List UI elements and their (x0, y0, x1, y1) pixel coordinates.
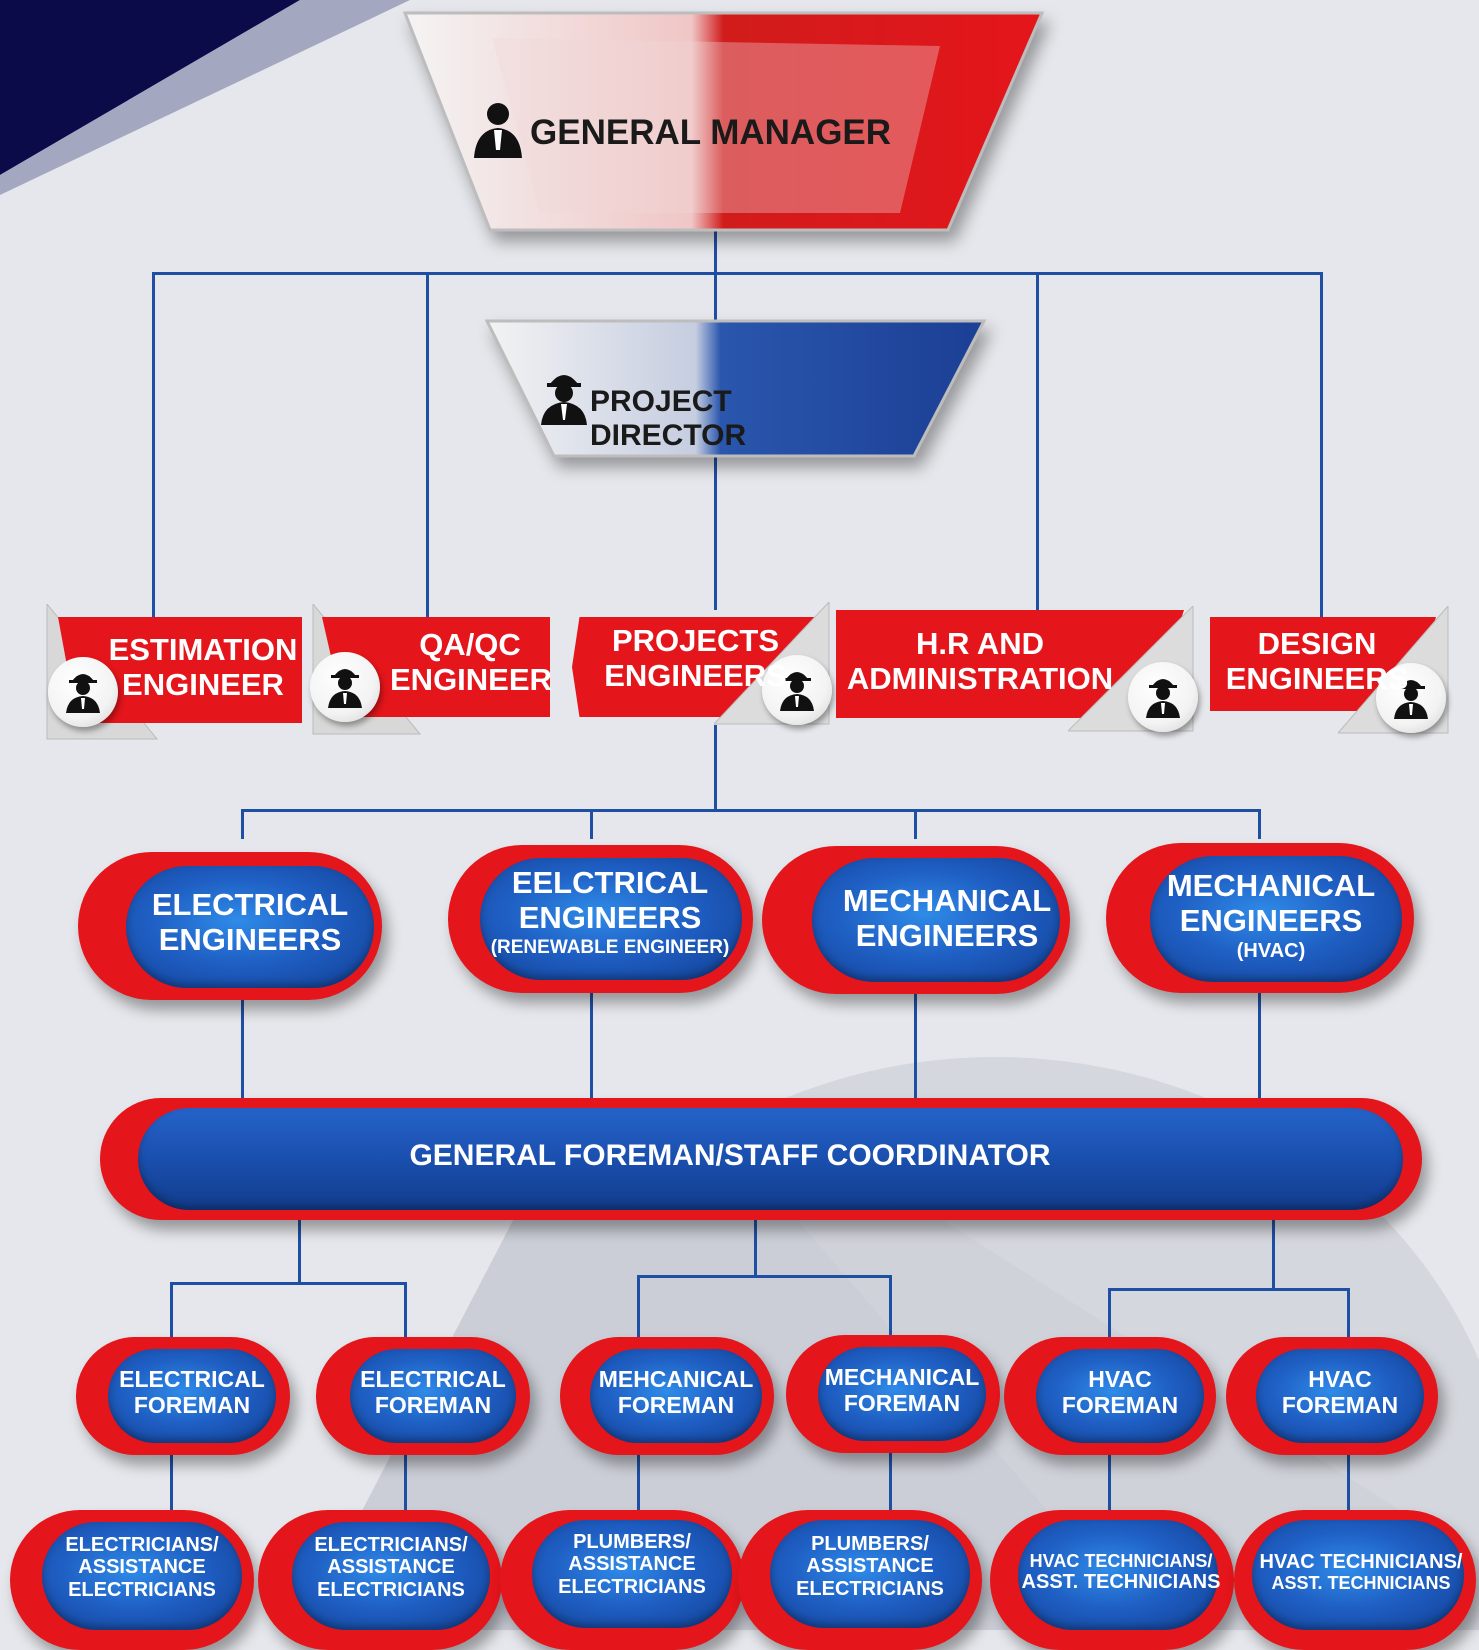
department-line1: ESTIMATION (108, 632, 298, 667)
department-line2: ENGINEERS (604, 657, 787, 693)
worker-line1: HVAC TECHNICIANS/ (1029, 1551, 1213, 1571)
foreman-line1: HVAC (1088, 1366, 1152, 1392)
department-line2: ADMINISTRATION (846, 660, 1114, 696)
hardhat-worker-icon (310, 652, 380, 722)
foreman-line1: MEHCANICAL (598, 1366, 754, 1392)
hardhat-worker-icon (1376, 663, 1446, 733)
worker-line1: PLUMBERS/ (811, 1533, 929, 1555)
engineer-line2: ENGINEERS (158, 921, 342, 957)
department-line1: QA/QC (419, 627, 521, 662)
worker-line3: ELECTRICIANS (796, 1577, 944, 1600)
worker-line2: ASSISTANCE (327, 1556, 455, 1579)
worker-line1: PLUMBERS/ (573, 1531, 691, 1553)
worker-line3: ELECTRICIANS (317, 1578, 465, 1601)
engineer-subtitle: (RENEWABLE ENGINEER) (490, 937, 730, 959)
worker-line2: ASSISTANCE (568, 1553, 696, 1576)
department-line2: ENGINEER (390, 661, 552, 697)
engineer-line2: ENGINEERS (518, 899, 702, 935)
department-line2: ENGINEER (122, 666, 284, 702)
worker-line2: ASSISTANCE (806, 1555, 934, 1578)
foreman-line1: HVAC (1308, 1366, 1372, 1392)
businessman-icon (474, 103, 522, 158)
project-director-shape (484, 319, 987, 458)
hardhat-worker-icon (762, 655, 832, 725)
hardhat-worker-icon (48, 657, 118, 727)
engineer-line2: ENGINEERS (855, 917, 1039, 953)
general-manager-title: GENERAL MANAGER (530, 113, 892, 152)
hardhat-worker-icon (541, 375, 587, 425)
foreman-line2: FOREMAN (133, 1391, 251, 1418)
worker-line2: ASST. TECHNICIANS (1271, 1573, 1451, 1594)
general-foreman-title: GENERAL FOREMAN/STAFF COORDINATOR (409, 1139, 1051, 1172)
worker-line1: HVAC TECHNICIANS/ (1259, 1551, 1463, 1573)
engineer-line1: MECHANICAL (1166, 868, 1376, 903)
hardhat-worker-icon (1128, 662, 1198, 732)
engineer-line1: MECHANICAL (842, 883, 1052, 918)
worker-line3: ELECTRICIANS (68, 1578, 216, 1601)
project-director-title: PROJECT DIRECTOR (590, 385, 747, 452)
general-manager-shape (402, 11, 1045, 232)
engineer-line1: EELCTRICAL (511, 865, 709, 900)
worker-line3: ELECTRICIANS (558, 1575, 706, 1598)
worker-line2: ASSISTANCE (78, 1556, 206, 1579)
foreman-line2: FOREMAN (1061, 1391, 1179, 1418)
department-line1: DESIGN (1257, 626, 1377, 661)
foreman-line2: FOREMAN (1281, 1391, 1399, 1418)
department-line1: PROJECTS (611, 623, 780, 658)
foreman-line1: MECHANICAL (824, 1364, 980, 1390)
worker-line2: ASST. TECHNICIANS (1021, 1571, 1221, 1594)
worker-line1: ELECTRICIANS/ (65, 1534, 219, 1556)
department-line2: ENGINEERS (1225, 660, 1409, 696)
foreman-line1: ELECTRICAL (360, 1366, 506, 1392)
foreman-line2: FOREMAN (617, 1391, 735, 1418)
department-line1: H.R AND (915, 626, 1044, 661)
engineer-subtitle: (HVAC) (1236, 940, 1306, 963)
engineer-line1: ELECTRICAL (151, 887, 349, 922)
foreman-line2: FOREMAN (843, 1389, 961, 1416)
foreman-line2: FOREMAN (374, 1391, 492, 1418)
foreman-line1: ELECTRICAL (119, 1366, 265, 1392)
engineer-line2: ENGINEERS (1179, 902, 1363, 938)
worker-line1: ELECTRICIANS/ (314, 1534, 468, 1556)
